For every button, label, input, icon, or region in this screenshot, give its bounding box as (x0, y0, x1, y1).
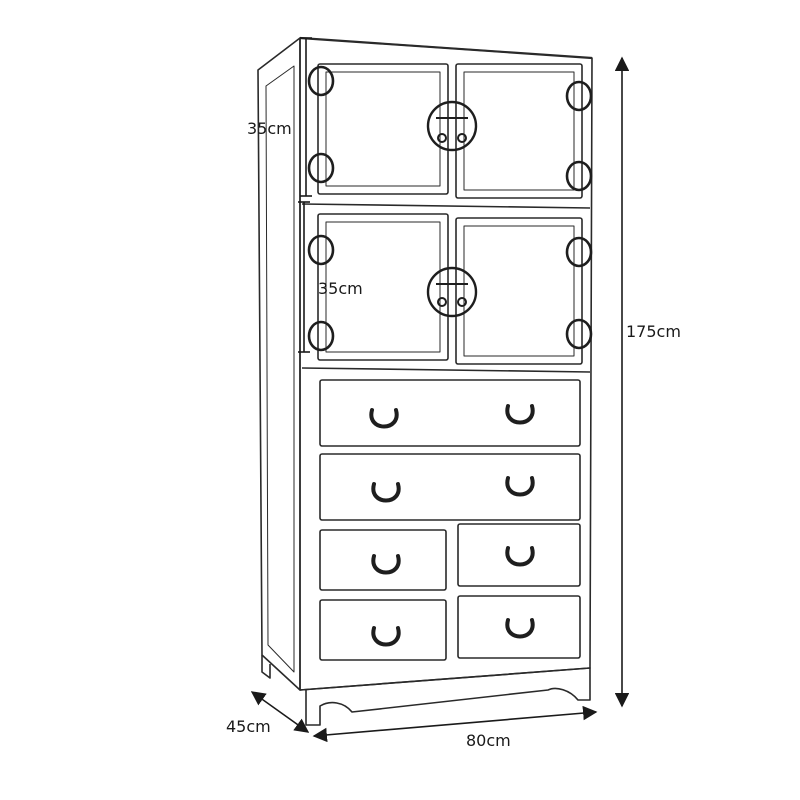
middle-left-door-panel (325, 221, 441, 353)
door-hardware (426, 100, 478, 318)
rail-2 (301, 367, 591, 373)
depth-line (250, 691, 310, 733)
middle-right-door (455, 217, 583, 365)
drawer-handle-icon (505, 618, 535, 639)
middle-door-height-label: 35cm (318, 279, 363, 298)
cabinet (257, 36, 593, 726)
hinge-icon (565, 80, 593, 112)
drawer-handle-icon (371, 482, 401, 503)
hinge-icon (307, 234, 335, 266)
hinge-icon (565, 236, 593, 268)
hinges (307, 65, 593, 352)
hinge-icon (565, 318, 593, 350)
drawer-wide-1 (319, 379, 581, 447)
hinge-icon (307, 152, 335, 184)
hinge-icon (307, 320, 335, 352)
rail-1 (301, 203, 591, 209)
width-line (312, 705, 598, 743)
drawer-handle-icon (371, 554, 401, 575)
total-height-label: 175cm (626, 322, 681, 341)
cabinet-side-inner-panel (265, 65, 295, 673)
top-right-door (455, 63, 583, 199)
middle-lock-pull-left-icon (437, 297, 447, 307)
drawer-handle-icon (371, 626, 401, 647)
drawer-handles (369, 404, 535, 647)
drawer-right-3 (457, 523, 581, 587)
drawer-handle-icon (505, 546, 535, 567)
hinge-icon (565, 160, 593, 192)
top-door-height-label: 35cm (247, 119, 292, 138)
drawer-handle-icon (369, 408, 399, 429)
top-lock-pull-left-icon (437, 133, 447, 143)
middle-left-door (317, 213, 449, 361)
width-label: 80cm (466, 731, 511, 750)
drawer-right-4 (457, 595, 581, 659)
cabinet-top-edge (299, 36, 593, 60)
top-left-door-panel (325, 71, 441, 187)
middle-lock-plate-icon (426, 266, 478, 318)
top-lock-plate-icon (426, 100, 478, 152)
dimension-lines (250, 37, 630, 743)
top-right-door-panel (463, 71, 575, 191)
hinge-icon (307, 65, 335, 97)
drawer-wide-2 (319, 453, 581, 521)
cabinet-side-leg (261, 655, 271, 679)
drawer-handle-icon (505, 404, 535, 425)
depth-label: 45cm (226, 717, 271, 736)
drawer-left-4 (319, 599, 447, 661)
drawer-left-3 (319, 529, 447, 591)
top-lock-pull-right-icon (457, 133, 467, 143)
top-left-door (317, 63, 449, 195)
middle-right-door-panel (463, 225, 575, 357)
drawer-handle-icon (505, 476, 535, 497)
cabinet-base-apron (299, 667, 591, 726)
middle-lock-pull-right-icon (457, 297, 467, 307)
